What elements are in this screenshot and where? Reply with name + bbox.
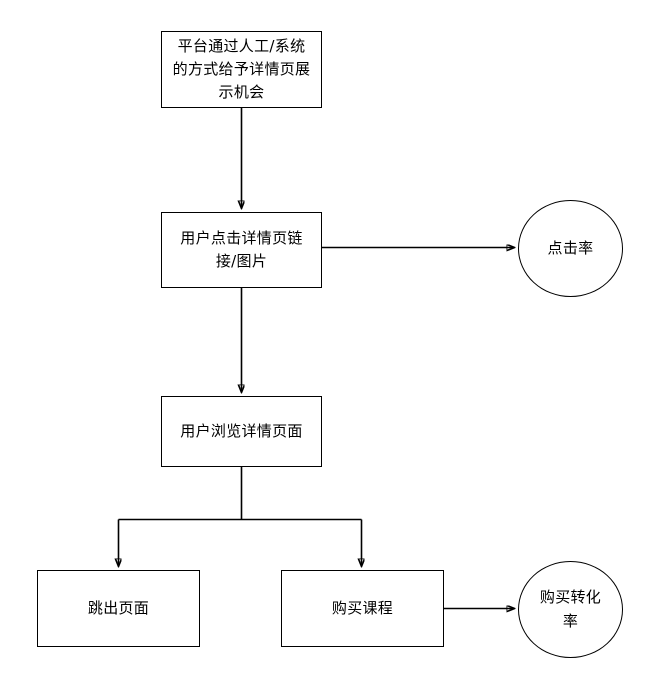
node-click-rate[interactable]: 点击率: [518, 200, 623, 297]
node-impression[interactable]: 平台通过人工/系统的方式给予详情页展示机会: [161, 31, 322, 108]
node-purchase[interactable]: 购买课程: [281, 570, 444, 647]
node-click-link[interactable]: 用户点击详情页链接/图片: [161, 212, 322, 288]
node-click-rate-label: 点击率: [547, 238, 594, 257]
node-browse-detail[interactable]: 用户浏览详情页面: [161, 396, 322, 467]
node-purchase-label: 购买课程: [331, 598, 394, 617]
node-click-link-label: 用户点击详情页链接/图片: [180, 228, 303, 270]
node-impression-label: 平台通过人工/系统的方式给予详情页展示机会: [172, 36, 311, 102]
node-bounce[interactable]: 跳出页面: [37, 570, 200, 647]
node-bounce-label: 跳出页面: [87, 598, 150, 617]
node-conversion-rate-label: 购买转化率: [539, 588, 602, 630]
node-browse-detail-label: 用户浏览详情页面: [180, 421, 303, 440]
node-conversion-rate[interactable]: 购买转化率: [518, 561, 623, 658]
